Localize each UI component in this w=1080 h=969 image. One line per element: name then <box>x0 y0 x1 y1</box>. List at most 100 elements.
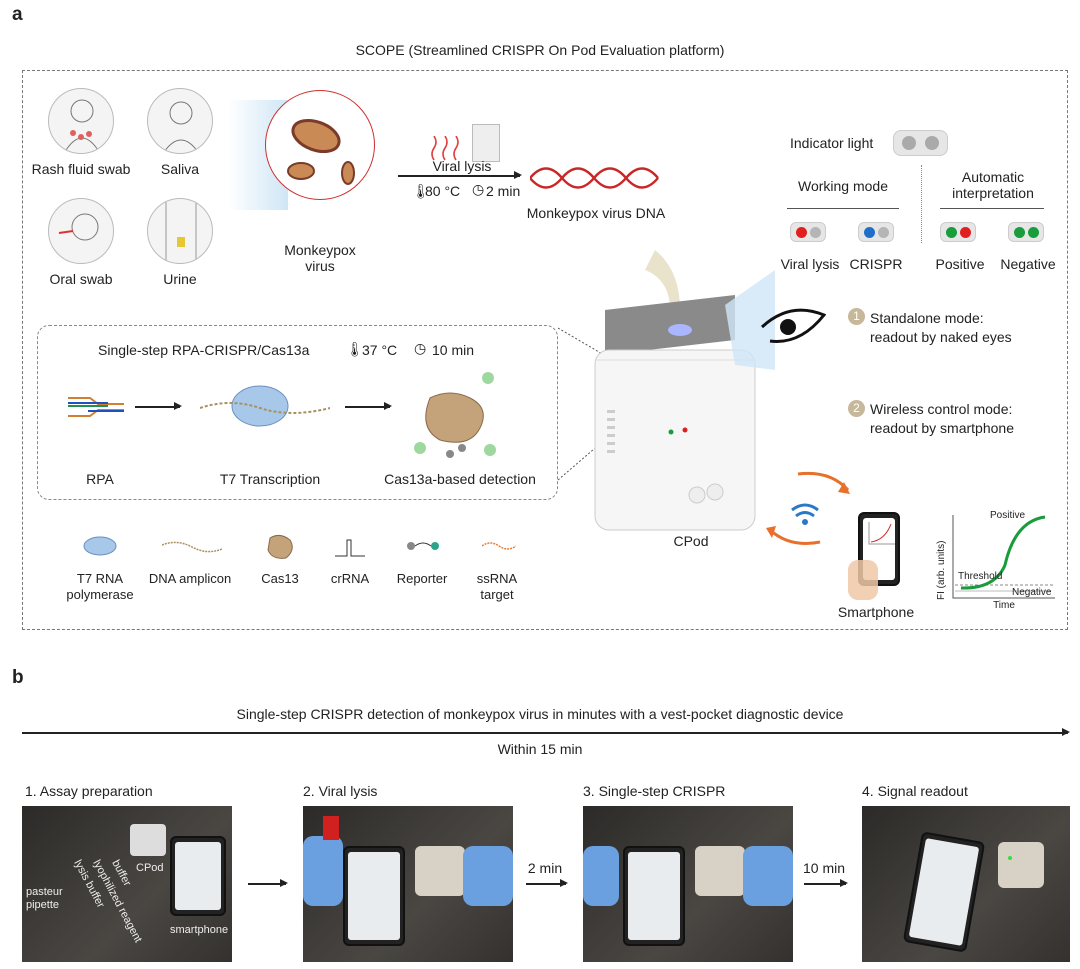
lysis-temp: 80 °C <box>425 183 461 199</box>
lysis-time: 2 min <box>486 183 521 199</box>
photo-label: CPod <box>136 862 164 874</box>
cas13-icon <box>267 534 293 559</box>
cpod-photo <box>130 824 166 856</box>
saliva-image <box>147 88 213 154</box>
step-arrow <box>804 880 848 886</box>
mode-number-badge: 2 <box>848 400 865 417</box>
divider <box>940 208 1044 209</box>
cas13a-detection-icon <box>414 372 496 458</box>
step-title: 4. Signal readout <box>862 783 968 799</box>
reaction-time: 10 min <box>432 342 475 358</box>
step-title: 1. Assay preparation <box>25 783 153 799</box>
legend-label: crRNA <box>330 571 370 586</box>
step-arrow <box>248 880 288 886</box>
photo-single-step-crispr <box>583 806 793 962</box>
glove <box>743 846 793 906</box>
tube <box>323 816 339 840</box>
phone-photo <box>343 846 405 946</box>
sample-label: Oral swab <box>49 271 113 287</box>
timeline-arrow <box>22 729 1070 735</box>
phone-photo <box>623 846 685 946</box>
glove <box>463 846 513 906</box>
step-label: T7 Transcription <box>219 471 321 487</box>
within-label: Within 15 min <box>497 741 583 757</box>
photo-viral-lysis <box>303 806 513 962</box>
thermometer-icon: 🌡 <box>346 341 364 357</box>
panel-b-title: Single-step CRISPR detection of monkeypo… <box>236 706 844 722</box>
photo-signal-readout <box>862 806 1070 962</box>
wireless-mode-line2: readout by smartphone <box>870 420 1014 436</box>
cpod-device-illustration <box>594 250 775 531</box>
interval-label: 2 min <box>527 860 563 876</box>
clock-icon: ◷ <box>472 181 485 197</box>
cpod-photo <box>695 846 745 896</box>
indicator-light <box>893 130 948 156</box>
interval-label: 10 min <box>802 860 846 876</box>
lysis-label: Viral lysis <box>432 158 492 174</box>
rash-swab-image <box>48 88 114 154</box>
legend-label: ssRNA target <box>476 571 518 602</box>
step-arrow <box>135 403 182 409</box>
photo-label: smartphone <box>170 924 229 936</box>
eye-icon <box>760 308 826 343</box>
reporter-icon <box>407 542 439 550</box>
glove <box>583 846 619 906</box>
chart-positive: Positive <box>990 510 1026 521</box>
step-title: 2. Viral lysis <box>303 783 378 799</box>
photo-label: pasteur pipette <box>26 886 63 911</box>
legend-label: Cas13 <box>261 571 299 586</box>
wireless-arrows <box>766 471 850 545</box>
reaction-box <box>37 325 558 500</box>
mode-number-badge: 1 <box>848 308 865 325</box>
t7-transcription-icon <box>200 385 330 427</box>
step-arrow <box>345 403 392 409</box>
crrna-icon <box>335 539 365 557</box>
clock-icon: ◷ <box>414 340 427 356</box>
virus-label: Monkeypox virus <box>284 242 356 274</box>
step-label: RPA <box>86 471 114 487</box>
thermometer-icon: 🌡 <box>412 183 430 199</box>
hand <box>848 560 878 600</box>
smartphone-label: Smartphone <box>837 604 915 620</box>
heat-icon <box>431 136 459 161</box>
chart-threshold: Threshold <box>958 571 1003 582</box>
heater-icon <box>472 124 500 162</box>
sample-label: Saliva <box>160 161 200 177</box>
mode-label: Viral lysis <box>780 256 840 272</box>
dna-label: Monkeypox virus DNA <box>526 205 666 221</box>
device-label: CPod <box>673 533 709 549</box>
divider <box>787 208 899 209</box>
light-negative <box>1008 222 1044 242</box>
cpod-photo <box>415 846 465 896</box>
light-crispr <box>858 222 894 242</box>
monkeypox-virus-icon <box>265 90 375 200</box>
light-positive <box>940 222 976 242</box>
lysis-arrow <box>398 172 522 178</box>
working-mode-title: Working mode <box>797 178 889 194</box>
scope-box <box>22 70 1068 630</box>
ssrna-target-icon <box>482 542 516 550</box>
chart-xlabel: Time <box>993 600 1015 611</box>
photo-assay-preparation: pasteur pipette lysis buffer lyophilized… <box>22 806 232 962</box>
scope-title: SCOPE (Streamlined CRISPR On Pod Evaluat… <box>355 42 725 58</box>
divider <box>921 165 922 243</box>
standalone-mode-line2: readout by naked eyes <box>870 329 1012 345</box>
wireless-mode-line1: Wireless control mode: <box>870 401 1013 417</box>
rpa-icon <box>68 397 124 417</box>
chart-ylabel: FI (arb. units) <box>936 540 947 600</box>
urine-image <box>147 198 213 264</box>
sample-label: Rash fluid swab <box>31 161 131 177</box>
reaction-temp: 37 °C <box>362 342 398 358</box>
standalone-mode-line1: Standalone mode: <box>870 310 984 326</box>
phone-photo <box>902 831 986 953</box>
step-arrow <box>526 880 568 886</box>
reaction-title: Single-step RPA-CRISPR/Cas13a <box>98 342 310 358</box>
legend-label: DNA amplicon <box>148 571 232 586</box>
phone-photo <box>170 836 226 916</box>
t7-polymerase-icon <box>83 536 117 556</box>
panel-b-label: b <box>12 667 24 688</box>
glove <box>303 836 343 906</box>
step-title: 3. Single-step CRISPR <box>583 783 726 799</box>
sample-label: Urine <box>163 271 197 287</box>
chart-negative: Negative <box>1012 587 1052 598</box>
